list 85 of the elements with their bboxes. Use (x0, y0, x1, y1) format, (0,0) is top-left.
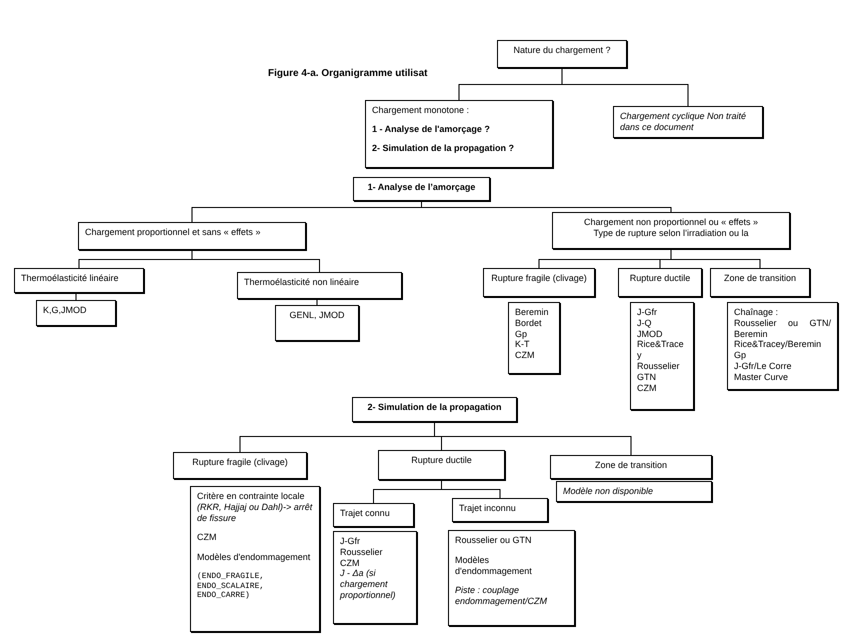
process-box (710, 268, 810, 297)
box-text: J-Q (637, 318, 652, 329)
process-box (497, 40, 627, 68)
process-box (352, 397, 517, 422)
box-text: JMOD (637, 328, 664, 340)
connector-line (670, 248, 760, 268)
connector-line (441, 480, 500, 498)
box-text: Rupture fragile (clivage) (490, 273, 588, 284)
figure-title: Figure 4-a. Organigramme utilisat (268, 68, 428, 79)
process-box (353, 177, 490, 201)
process-box (275, 305, 359, 341)
connector-line (192, 250, 320, 272)
box-text: CZM (340, 558, 360, 568)
process-box (173, 452, 307, 479)
box-text: Rice&Tracey/Beremin (734, 339, 822, 350)
box-text: Rousselier ou GTN (455, 535, 533, 546)
box-text: J-Gfr (637, 307, 658, 318)
box-text: Gp (734, 350, 748, 361)
box-text: J-Gfr/Le Corre (734, 360, 793, 372)
process-box (365, 100, 553, 168)
process-box (452, 498, 548, 522)
box-text: Modèles d'endommagement (197, 552, 312, 563)
process-box (378, 450, 505, 480)
box-text: Type de rupture selon l’irradiation ou la (592, 228, 750, 239)
box-text: 2- Simulation de la propagation ? (372, 142, 516, 154)
box-text: Thermoélasticité linéaire (21, 273, 120, 284)
box-text: Critère en contrainte locale (RKR, Hajjaj ou Dahl)-> arrêt de fissure (197, 491, 313, 524)
box-text: Gp (515, 328, 528, 340)
box-text: Rupture fragile (clivage) (191, 457, 289, 468)
box-text: Chargement monotone : (372, 105, 470, 116)
box-text: 1- Analyse de l’amorçage (366, 182, 476, 193)
process-box (556, 481, 712, 502)
process-box (630, 302, 694, 410)
box-text: Rice&Tracey (637, 339, 685, 361)
box-text: Rupture ductile (410, 455, 473, 466)
box-text: 1 - Analyse de l'amorçage ? (372, 124, 491, 135)
box-text: GTN (637, 372, 657, 383)
box-text: Rousselier ou GTN/ Beremin (734, 318, 831, 340)
box-text: Chargement proportionnel et sans « effets » (85, 227, 262, 238)
process-box (618, 268, 702, 297)
box-text: K-T (515, 339, 530, 350)
box-text: CZM (515, 350, 536, 361)
box-text: Piste : couplage endommagement/CZM (455, 585, 548, 607)
box-text: Trajet inconnu (459, 503, 517, 514)
box-text: CZM (197, 532, 218, 544)
process-box (190, 486, 320, 632)
box-text: Chargement cyclique Non traité dans ce document (620, 111, 748, 133)
box-text: Zone de transition (594, 460, 668, 471)
box-text: J - Δa (si chargement proportionnel) (340, 568, 397, 601)
process-box (36, 300, 116, 326)
box-text: Bordet (515, 318, 543, 329)
process-box (333, 503, 414, 527)
process-box (448, 530, 575, 626)
process-box (78, 222, 306, 250)
box-text: CZM (637, 382, 658, 394)
process-box (14, 268, 144, 293)
box-text: Chargement non proportionnel ou « effets » (583, 217, 759, 228)
box-text: J-Gfr (340, 536, 361, 547)
box-text: K,G,JMOD (43, 305, 88, 316)
process-box (483, 268, 595, 297)
process-box (508, 302, 560, 374)
box-text: Zone de transition (722, 273, 798, 284)
box-text: Rousselier (340, 546, 384, 558)
box-text: Rupture ductile (628, 273, 692, 284)
box-text: Modèles d'endommagement (455, 554, 533, 576)
box-text: Modèle non disponible (563, 486, 654, 497)
connector-line (434, 422, 632, 456)
box-text: Trajet connu (340, 508, 391, 519)
connector-line (562, 68, 688, 106)
process-box (727, 302, 838, 390)
process-box (333, 531, 417, 624)
box-text: Master Curve (734, 372, 790, 383)
box-text: (ENDO_FRAGILE, ENDO_SCALAIRE, ENDO_CARRE) (197, 572, 266, 601)
box-text: Thermoélasticité non linéaire (244, 277, 360, 288)
connector-line (421, 200, 672, 212)
box-text: Rousselier (637, 360, 681, 372)
process-box (552, 212, 790, 249)
box-text: Chaînage : (734, 307, 780, 318)
process-box (237, 272, 402, 299)
box-text: GENL, JMOD (288, 310, 346, 321)
box-text: Beremin (515, 307, 550, 318)
box-text: 2- Simulation de la propagation (366, 402, 502, 413)
box-text: Nature du chargement ? (512, 45, 612, 56)
process-box (550, 455, 712, 479)
process-box (613, 106, 763, 138)
